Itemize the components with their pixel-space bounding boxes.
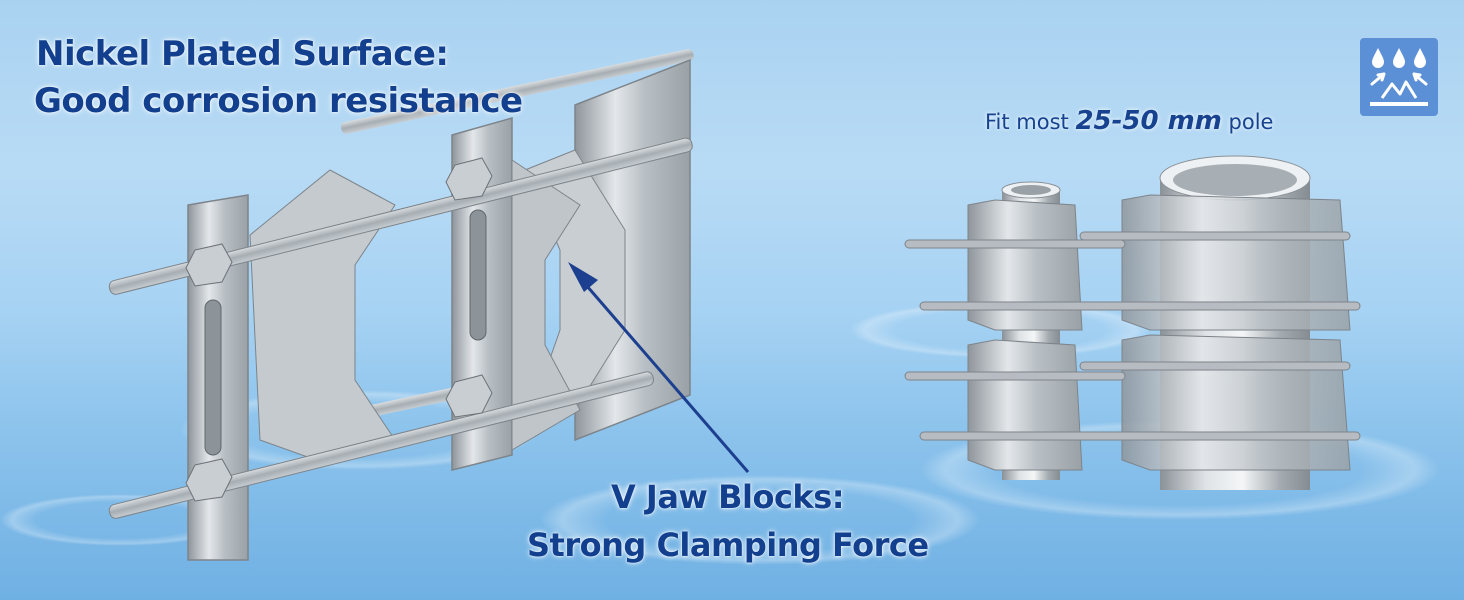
pole-fit-suffix: pole [1221,110,1274,134]
callout-line-2: Strong Clamping Force [527,526,929,564]
pole-fit-range: 25-50 mm [1075,106,1222,136]
pole-fit-note: Fit most 25-50 mm pole [985,106,1273,136]
pole-fit-prefix: Fit most [985,110,1076,134]
waterproof-icon [1360,38,1438,116]
assembled-clamps [904,155,1361,490]
headline-line-1: Nickel Plated Surface: [36,34,449,74]
callout-arrow [568,262,750,473]
exploded-clamp [108,49,694,561]
callout-line-1: V Jaw Blocks: [611,478,845,516]
headline-line-2: Good corrosion resistance [34,81,523,121]
waterproof-icon-graphic [1370,48,1428,106]
